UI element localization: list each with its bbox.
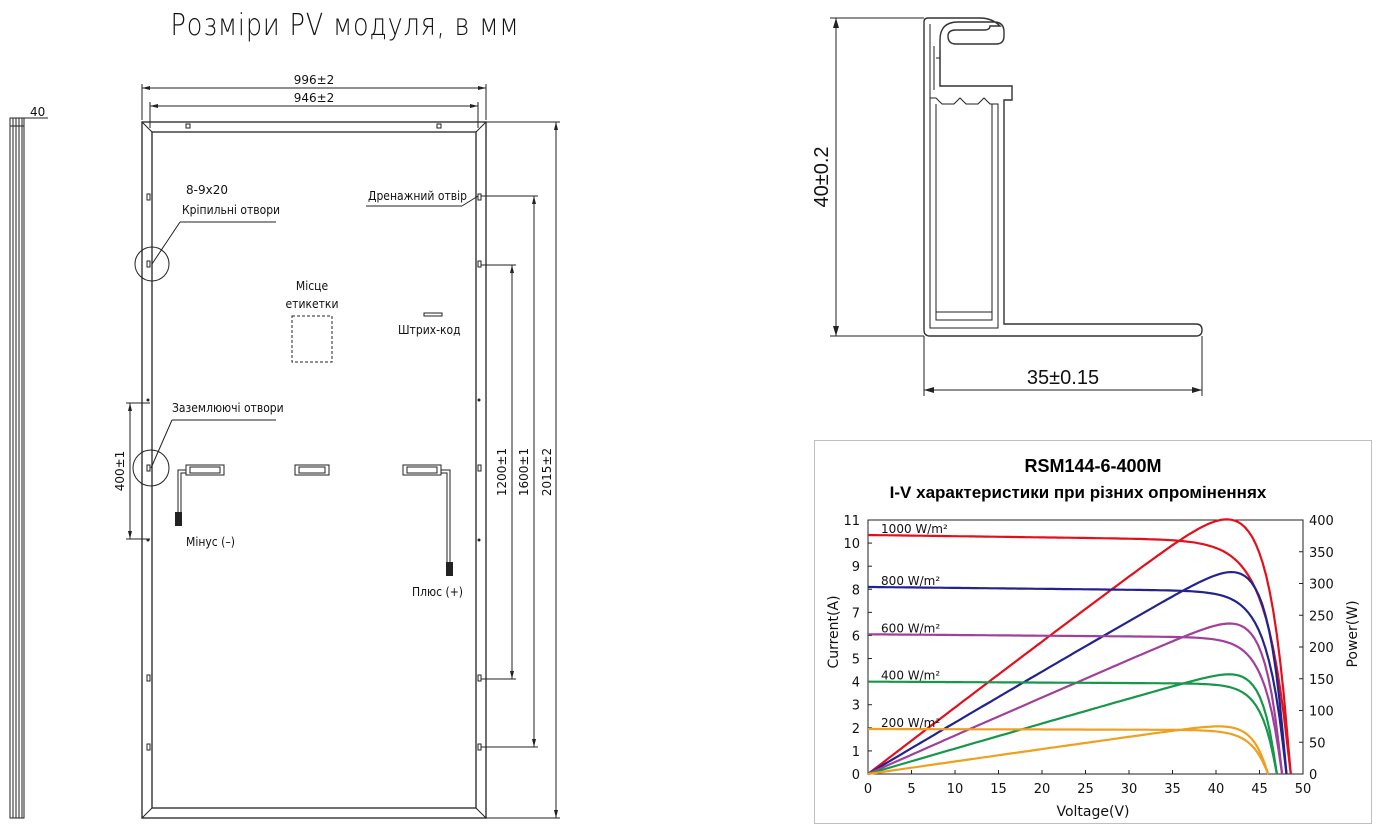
y-tick-label: 9 — [852, 560, 860, 575]
plus-label: Плюс (+) — [412, 585, 463, 599]
iv-curve — [867, 680, 1278, 775]
y2-tick-label: 300 — [1309, 578, 1334, 593]
pv-curve — [867, 673, 1278, 776]
iv-curve — [868, 633, 1284, 775]
grounding-holes-callout: Заземлюючі отвори 400±1 — [113, 401, 284, 540]
x-tick-label: 35 — [1164, 782, 1181, 797]
junction-boxes: Мінус (–) Плюс (+) — [175, 464, 463, 599]
irradiance-label: 400 W/m² — [881, 669, 940, 683]
label-place-line2: етикетки — [286, 297, 339, 311]
side-thickness-label: 40 — [30, 105, 45, 119]
iv-curve — [867, 533, 1292, 775]
x-tick-label: 5 — [907, 782, 915, 797]
y-tick-label: 8 — [852, 583, 860, 598]
y-tick-label: 7 — [852, 606, 860, 621]
module-frame — [141, 121, 487, 819]
pv-curve — [867, 725, 1270, 776]
y-tick-label: 10 — [843, 537, 860, 552]
x-tick-label: 50 — [1295, 782, 1312, 797]
y2-tick-label: 0 — [1309, 768, 1317, 783]
y2-tick-label: 350 — [1309, 546, 1334, 561]
y-axis-current: 0 1 2 3 4 5 6 7 8 9 10 11 — [843, 514, 872, 783]
y2-tick-label: 250 — [1309, 609, 1334, 624]
series-curves — [867, 518, 1292, 776]
x-tick-label: 40 — [1208, 782, 1225, 797]
y-tick-label: 0 — [852, 768, 860, 783]
label-place-line1: Місце — [296, 279, 329, 293]
x-tick-label: 30 — [1121, 782, 1138, 797]
frame-profile: 40±0.2 35±0.15 — [811, 17, 1203, 396]
x-tick-label: 20 — [1034, 782, 1051, 797]
pv-curve — [867, 570, 1288, 775]
chart-title: RSM144-6-400M — [1024, 456, 1161, 476]
iv-curve — [868, 585, 1288, 775]
irradiance-label: 600 W/m² — [881, 621, 940, 635]
y-tick-label: 4 — [852, 676, 860, 691]
x-tick-label: 15 — [990, 782, 1007, 797]
width-dimensions: 996±2 946±2 — [141, 73, 487, 128]
y-tick-label: 2 — [852, 722, 860, 737]
y2-tick-label: 100 — [1309, 705, 1334, 720]
label-place: Місце етикетки — [286, 279, 339, 363]
x-tick-label: 25 — [1077, 782, 1094, 797]
irradiance-labels: 1000 W/m² 800 W/m² 600 W/m² 400 W/m² 200 W/m… — [881, 522, 948, 730]
pv-curve — [867, 518, 1292, 775]
grounding-holes-label: Заземлюючі отвори — [172, 401, 284, 415]
y2-tick-label: 200 — [1309, 641, 1334, 656]
y-axis-title: Current(A) — [826, 595, 842, 668]
y-tick-label: 11 — [843, 514, 860, 529]
x-tick-label: 10 — [947, 782, 964, 797]
y2-tick-label: 50 — [1309, 736, 1326, 751]
pv-curve — [867, 622, 1284, 776]
dim-2015-label: 2015±2 — [540, 448, 554, 496]
grounding-spacing-label: 400±1 — [113, 451, 127, 492]
iv-curve — [868, 727, 1270, 775]
x-tick-label: 45 — [1251, 782, 1268, 797]
y2-tick-label: 150 — [1309, 673, 1334, 688]
overall-width-label: 996±2 — [294, 73, 335, 87]
y-axis-power: 0 50 100 150 200 250 300 350 400 — [1299, 514, 1334, 783]
x-axis-title: Voltage(V) — [1056, 804, 1129, 820]
y-tick-label: 3 — [852, 699, 860, 714]
drainage-hole-callout: Дренажний отвір — [366, 189, 479, 207]
profile-width-label: 35±0.15 — [1027, 367, 1099, 389]
profile-height-label: 40±0.2 — [811, 146, 833, 207]
mounting-holes-label: Кріпильні отвори — [182, 203, 280, 217]
page-title: Розміри PV модуля, в мм — [170, 8, 520, 43]
y-tick-label: 5 — [852, 653, 860, 668]
y-tick-label: 6 — [852, 629, 860, 644]
irradiance-label: 1000 W/m² — [881, 522, 948, 536]
x-tick-label: 0 — [864, 782, 872, 797]
y2-axis-title: Power(W) — [1345, 600, 1361, 667]
height-dimensions: 1200±1 1600±1 2015±2 — [481, 121, 560, 819]
side-view: 40 — [9, 105, 48, 819]
barcode: Штрих-код — [398, 312, 461, 337]
irradiance-label: 800 W/m² — [881, 574, 940, 588]
dim-1200-label: 1200±1 — [495, 448, 509, 496]
dim-1600-label: 1600±1 — [517, 448, 531, 496]
barcode-label: Штрих-код — [398, 323, 461, 337]
chart-subtitle: I-V характеристики при різних опроміненн… — [890, 483, 1267, 502]
y2-tick-label: 400 — [1309, 514, 1334, 529]
irradiance-label: 200 W/m² — [881, 716, 940, 730]
inner-width-label: 946±2 — [294, 91, 335, 105]
mounting-holes-size: 8-9x20 — [186, 183, 228, 197]
y-tick-label: 1 — [852, 745, 860, 760]
minus-label: Мінус (–) — [186, 535, 235, 549]
drainage-hole-label: Дренажний отвір — [368, 189, 467, 203]
x-axis: 0 5 10 15 20 25 30 35 40 45 50 — [864, 770, 1311, 797]
mounting-holes-callout: 8-9x20 Кріпильні отвори — [134, 183, 280, 282]
iv-chart-panel — [814, 440, 1372, 824]
